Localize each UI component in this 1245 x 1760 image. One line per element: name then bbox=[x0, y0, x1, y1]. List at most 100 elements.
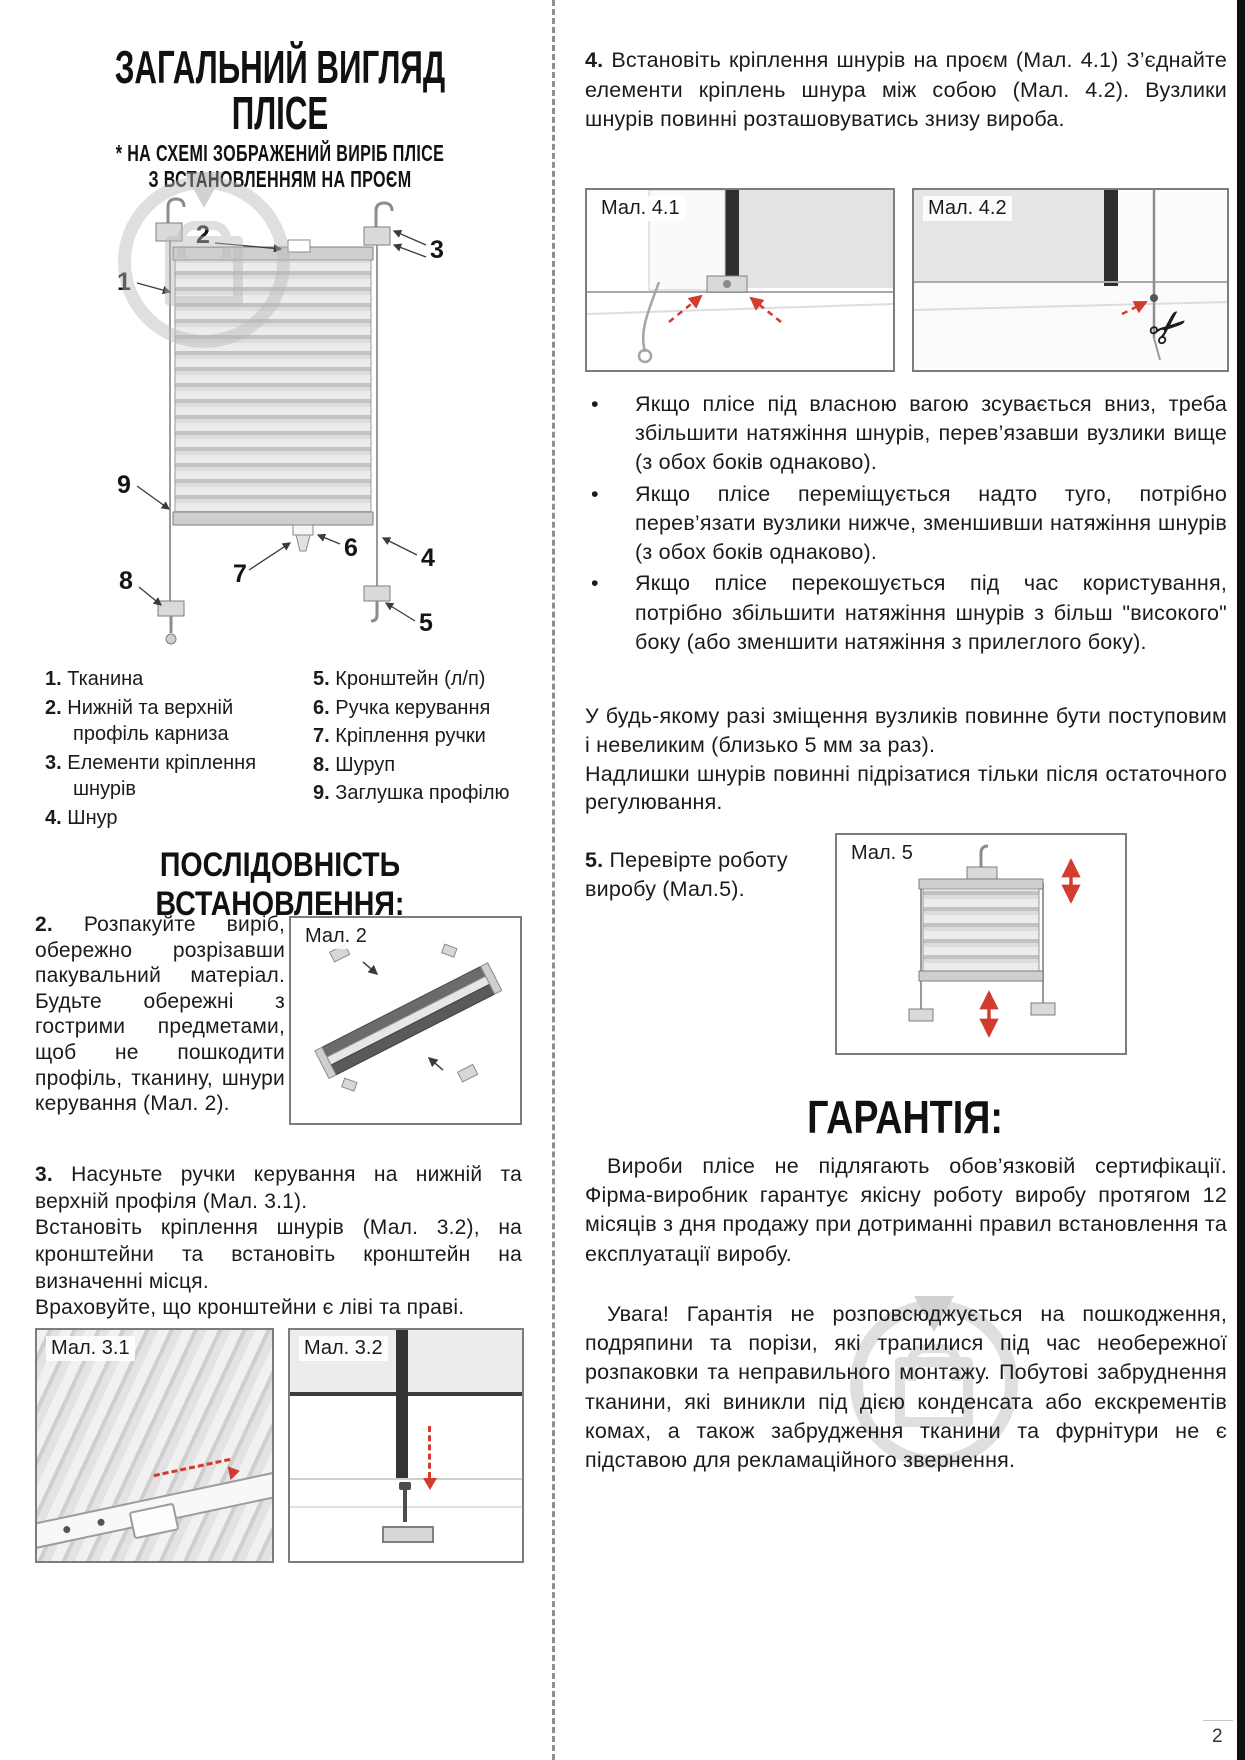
page-title: ЗАГАЛЬНИЙ ВИГЛЯД ПЛІСЕ bbox=[35, 44, 525, 136]
figure-3-2-label: Мал. 3.2 bbox=[299, 1336, 388, 1361]
adjustment-bullet-list: • Якщо плісе під власною вагою зсуваєтьс… bbox=[585, 390, 1227, 659]
legend-item-number: 9. bbox=[313, 782, 330, 805]
callout-3: 3 bbox=[430, 236, 444, 264]
bottom-rail bbox=[172, 511, 374, 526]
figure-3-2-image bbox=[290, 1330, 522, 1561]
callout-5: 5 bbox=[419, 609, 433, 637]
top-handle-clip bbox=[287, 239, 311, 253]
screw-head bbox=[165, 633, 177, 645]
pleated-fabric bbox=[174, 259, 372, 513]
adjustment-note: У будь-якому разі зміщення вузликів пови… bbox=[585, 702, 1227, 817]
page-title-line2: ПЛІСЕ bbox=[231, 87, 329, 139]
figure-3-1-label: Мал. 3.1 bbox=[46, 1336, 135, 1361]
page-edge-bar bbox=[1237, 0, 1245, 1760]
bullet-marker: • bbox=[591, 392, 599, 416]
bullet-item: • Якщо плісе перекошується під час корис… bbox=[585, 569, 1227, 657]
step-3-text-2: Встановіть кріплення шнурів (Мал. 3.2), … bbox=[35, 1216, 522, 1293]
figure-2-label: Мал. 2 bbox=[300, 924, 372, 949]
figure-3-2: Мал. 3.2 bbox=[288, 1328, 524, 1563]
step-4-paragraph: 4. Встановіть кріплення шнурів на проєм … bbox=[585, 46, 1227, 135]
legend-item: 6. Ручка керування bbox=[313, 695, 527, 722]
bullet-text: Якщо плісе перекошується під час користу… bbox=[635, 571, 1227, 654]
callout-8: 8 bbox=[119, 567, 133, 595]
mount-hook-left bbox=[166, 197, 186, 223]
callout-9: 9 bbox=[117, 471, 131, 499]
parts-legend: 1. Тканина 2. Нижній та верхній профіль … bbox=[45, 666, 527, 834]
bullet-item: • Якщо плісе переміщується надто туго, п… bbox=[585, 480, 1227, 568]
bullet-marker: • bbox=[591, 481, 599, 506]
handle-mount bbox=[292, 524, 314, 536]
step-4-text: Встановіть кріплення шнурів на проєм (Ма… bbox=[585, 48, 1227, 132]
figure-4-1-image bbox=[587, 190, 893, 370]
legend-item-text: Шнур bbox=[67, 806, 118, 829]
footer-rule bbox=[1203, 1720, 1233, 1721]
step-3-number: 3. bbox=[35, 1163, 53, 1186]
legend-item-text: Кріплення ручки bbox=[335, 725, 486, 748]
legend-item: 8. Шуруп bbox=[313, 752, 527, 779]
legend-item: 2. Нижній та верхній профіль карниза bbox=[45, 695, 313, 748]
top-bracket-right bbox=[363, 226, 391, 246]
top-bracket-left bbox=[155, 222, 183, 242]
step-5-paragraph: 5. Перевірте роботу виробу (Мал.5). bbox=[585, 846, 823, 904]
figure-5-image bbox=[908, 844, 1081, 1038]
step-3-text-1: Насуньте ручки керування на нижній та ве… bbox=[35, 1163, 522, 1213]
step-2-number: 2. bbox=[35, 913, 53, 936]
screw-icon bbox=[399, 1482, 411, 1522]
figure-5: Мал. 5 bbox=[835, 833, 1127, 1055]
page-subtitle: * НА СХЕМІ ЗОБРАЖЕНИЙ ВИРІБ ПЛІСЕ З ВСТА… bbox=[35, 140, 525, 193]
window-frame-vertical bbox=[396, 1330, 408, 1478]
figure-3-1-image bbox=[37, 1330, 272, 1561]
guarantee-title: ГАРАНТІЯ: bbox=[807, 1091, 1003, 1143]
figure-3-1: Мал. 3.1 bbox=[35, 1328, 274, 1563]
red-dashed-arrow bbox=[423, 1426, 437, 1490]
legend-item: 9. Заглушка профілю bbox=[313, 780, 527, 807]
mount-hook-right bbox=[374, 201, 394, 227]
legend-item-number: 1. bbox=[45, 668, 62, 690]
sill-edge bbox=[290, 1478, 522, 1480]
figure-4-2: Мал. 4.2 ✂ bbox=[912, 188, 1229, 372]
bottom-bracket-right bbox=[363, 585, 391, 602]
cord-bracket bbox=[382, 1526, 434, 1543]
blinds-overview-diagram: 1 2 3 9 7 6 4 8 5 bbox=[117, 197, 444, 645]
bracket-hook bbox=[370, 601, 379, 623]
legend-column-2: 5. Кронштейн (л/п) 6. Ручка керування 7.… bbox=[313, 666, 527, 834]
note-text-1: У будь-якому разі зміщення вузликів пови… bbox=[585, 704, 1227, 757]
step-2-text: Розпакуйте виріб, обережно розрізавши па… bbox=[35, 913, 285, 1116]
page-title-line1: ЗАГАЛЬНИЙ ВИГЛЯД bbox=[114, 41, 446, 93]
legend-item-number: 4. bbox=[45, 806, 62, 829]
guarantee-paragraph-2: Увага! Гарантія не розповсюджується на п… bbox=[585, 1302, 1227, 1473]
legend-item: 4. Шнур bbox=[45, 805, 313, 832]
legend-item-text: Ручка керування bbox=[335, 696, 491, 719]
page-subtitle-line2: З ВСТАНОВЛЕННЯМ НА ПРОЄМ bbox=[148, 166, 412, 193]
callout-4: 4 bbox=[421, 544, 435, 572]
legend-column-1: 1. Тканина 2. Нижній та верхній профіль … bbox=[45, 666, 313, 834]
figure-4-2-label: Мал. 4.2 bbox=[923, 196, 1012, 221]
column-divider bbox=[552, 0, 555, 1760]
legend-item-number: 3. bbox=[45, 751, 62, 774]
callout-1: 1 bbox=[117, 268, 131, 296]
legend-item: 7. Кріплення ручки bbox=[313, 723, 527, 750]
legend-item-number: 8. bbox=[313, 753, 330, 776]
installation-sequence-title: ПОСЛІДОВНІСТЬ ВСТАНОВЛЕННЯ: bbox=[155, 846, 405, 923]
legend-item-text: Елементи кріплення шнурів bbox=[67, 751, 257, 801]
legend-item-number: 6. bbox=[313, 696, 330, 719]
legend-item: 5. Кронштейн (л/п) bbox=[313, 666, 527, 693]
figure-2: Мал. 2 bbox=[289, 916, 522, 1125]
legend-item-text: Нижній та верхній профіль карниза bbox=[67, 696, 234, 746]
note-text-2: Надлишки шнурів повинні підрізатися тіль… bbox=[585, 761, 1227, 815]
step-3-paragraph: 3. Насуньте ручки керування на нижній та… bbox=[35, 1162, 522, 1322]
bullet-item: • Якщо плісе під власною вагою зсуваєтьс… bbox=[585, 390, 1227, 478]
legend-item-number: 2. bbox=[45, 696, 62, 719]
legend-item-text: Шуруп bbox=[335, 753, 396, 776]
page-subtitle-line1: * НА СХЕМІ ЗОБРАЖЕНИЙ ВИРІБ ПЛІСЕ bbox=[115, 140, 445, 166]
callout-7: 7 bbox=[233, 560, 247, 588]
legend-item-number: 5. bbox=[313, 668, 330, 690]
legend-item-text: Кронштейн (л/п) bbox=[335, 668, 486, 690]
figure-2-image bbox=[314, 943, 503, 1092]
bullet-marker: • bbox=[591, 571, 599, 596]
page-number: 2 bbox=[1212, 1726, 1223, 1747]
legend-item-text: Тканина bbox=[67, 668, 144, 690]
bullet-text: Якщо плісе під власною вагою зсувається … bbox=[635, 392, 1227, 475]
control-handle bbox=[295, 534, 311, 552]
